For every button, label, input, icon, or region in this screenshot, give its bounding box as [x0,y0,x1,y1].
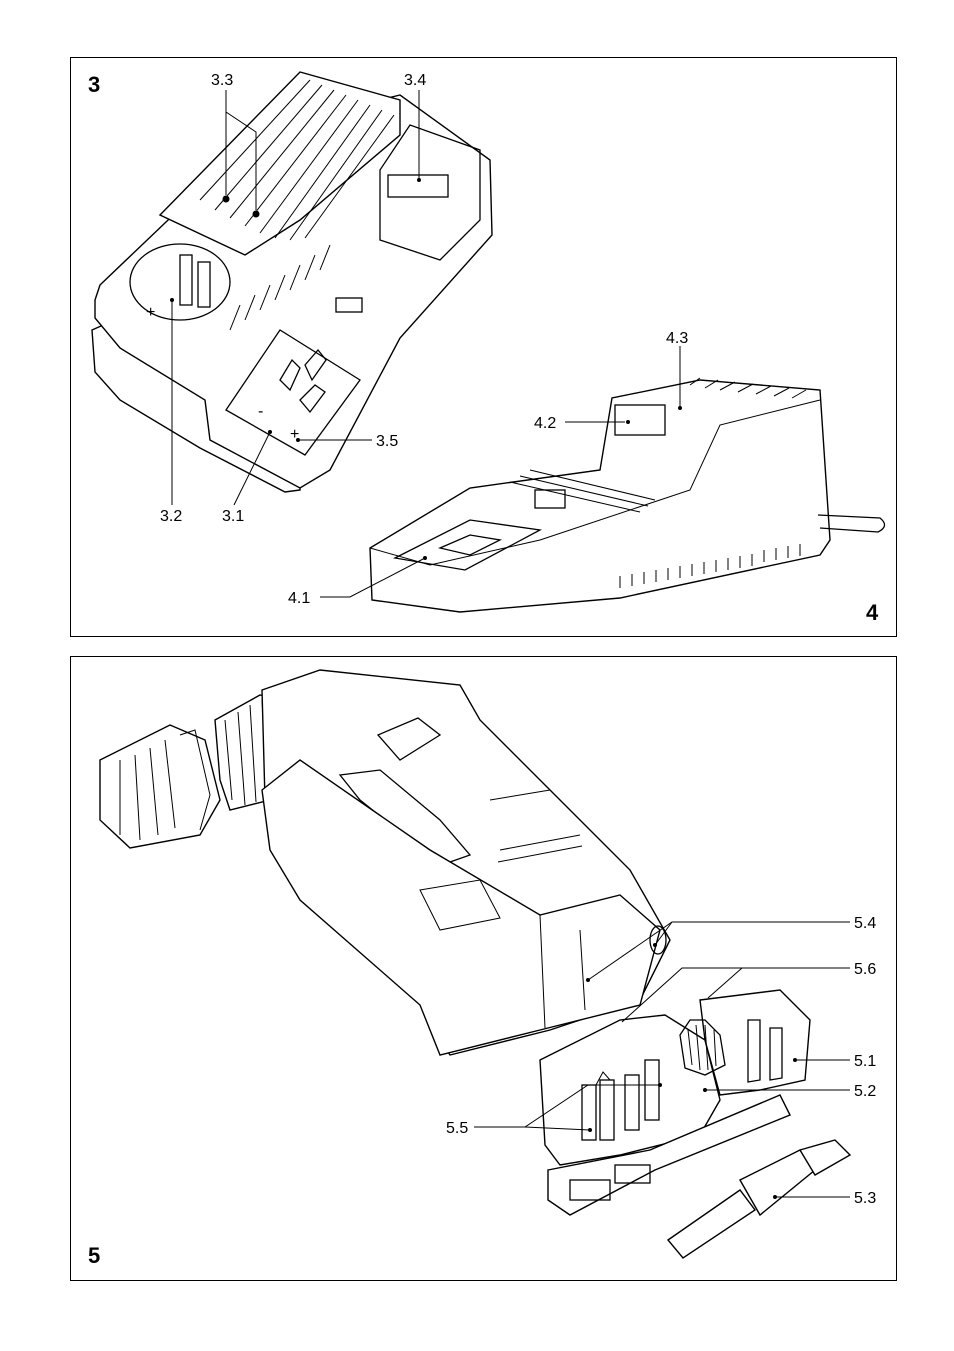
screwdriver-bit-drawing [666,1139,852,1259]
leader-lines-5 [474,921,850,1199]
figure-number-3: 3 [88,72,100,97]
callout-3-4: 3.4 [404,72,426,89]
vents-4 [619,544,801,588]
plus-sign: + [146,304,155,321]
leader-lines-4 [320,346,682,598]
drill-drawing [99,669,671,1056]
callout-5-3: 5.3 [854,1190,876,1207]
charger-4-drawing [369,377,886,613]
callout-5-1: 5.1 [854,1053,876,1070]
figure-panel-5 [70,656,897,1281]
callout-4-1: 4.1 [288,590,310,607]
callout-5-5: 5.5 [446,1120,468,1137]
callout-5-4: 5.4 [854,915,876,932]
callout-5-6: 5.6 [854,961,876,978]
minus-sign: - [258,403,263,420]
callout-3-5: 3.5 [376,433,398,450]
callout-4-2: 4.2 [534,415,556,432]
callout-3-1: 3.1 [222,508,244,525]
callout-4-3: 4.3 [666,330,688,347]
figure-panel-3-4 [70,57,897,637]
bit-holder-drawing [539,989,811,1216]
cooling-ribs-3 [199,79,395,331]
figure-number-4: 4 [866,600,879,625]
leader-lines-3 [170,90,421,506]
callout-3-2: 3.2 [160,508,182,525]
callout-5-2: 5.2 [854,1083,876,1100]
figure-number-5: 5 [88,1243,100,1268]
plus-sign: + [290,426,299,443]
charger-3-drawing: + - + [91,71,493,493]
callout-3-3: 3.3 [211,72,233,89]
